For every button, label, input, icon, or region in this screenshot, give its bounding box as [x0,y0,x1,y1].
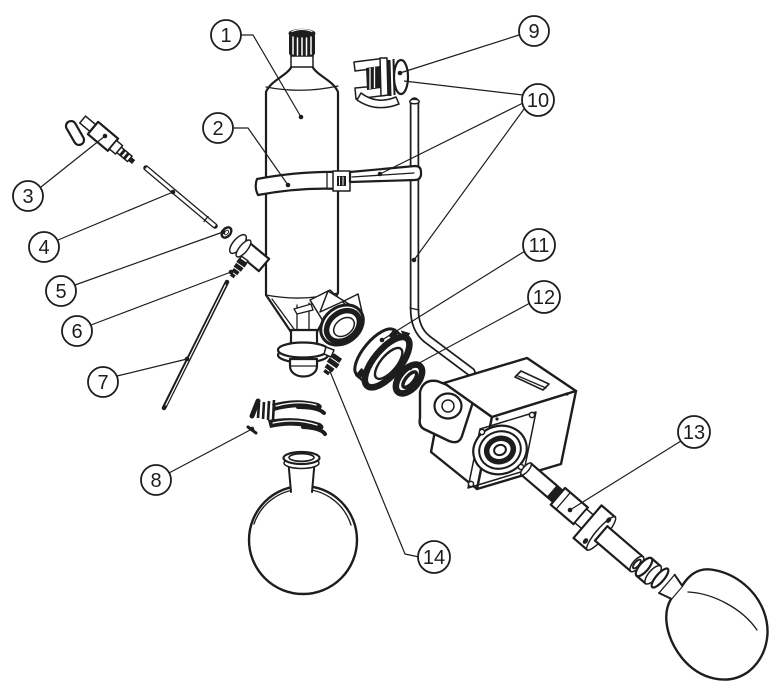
callout-8-label: 8 [150,470,161,492]
leader-9 [399,34,520,74]
hose-barb [229,255,249,279]
coupling-ring-nut [353,327,413,391]
callout-14: 14 [417,540,451,574]
callout-11-label: 11 [529,235,550,257]
vacuum-port [228,233,271,279]
callout-6-label: 6 [71,321,82,343]
leader-5 [74,231,224,286]
leader-14 [328,368,420,558]
leader-8 [168,428,253,474]
leader-13 [569,440,682,511]
band-clamp [254,164,423,197]
callout-5: 5 [45,275,77,307]
drain-barb [323,353,343,376]
flange-port [309,289,365,347]
leader-12 [409,302,531,369]
callout-13: 13 [677,415,711,449]
condenser-bottom-joint [276,328,343,378]
leader-lines [40,34,682,558]
callout-9: 9 [518,15,550,47]
leader-10b [379,102,524,175]
callout-10-label: 10 [527,90,549,112]
round-bottom-flask [247,450,359,596]
leader-10c [413,108,525,261]
callout-10: 10 [521,83,555,117]
callout-8: 8 [140,464,172,496]
callout-13-label: 13 [683,422,705,444]
callout-1-label: 1 [220,25,231,47]
leader-4 [57,191,174,241]
callout-7-label: 7 [97,372,108,394]
leader-11 [381,250,526,341]
leader-1 [241,34,302,118]
callout-12: 12 [527,280,561,314]
callout-4-label: 4 [38,237,49,259]
callout-3: 3 [12,180,44,212]
callout-6: 6 [61,315,93,347]
drive-shaft [519,462,645,573]
keck-clip [246,398,327,436]
flask-joint-collar [634,556,663,585]
clamp-arm [348,164,423,184]
vapor-duct-seal [392,361,426,397]
callout-9-label: 9 [528,21,539,43]
callout-5-label: 5 [55,281,66,303]
callout-2-label: 2 [212,118,223,140]
leader-10a [403,80,524,96]
callout-7: 7 [87,366,119,398]
leader-6 [90,271,232,326]
callout-3-label: 3 [22,186,33,208]
callout-14-label: 14 [423,547,445,569]
callout-11: 11 [522,228,556,262]
motor-unit [418,356,578,491]
inner-tube [143,165,218,229]
callout-2: 2 [202,112,234,144]
bottle-cap [288,28,316,56]
callout-12-label: 12 [533,287,555,309]
thin-rod [161,279,230,411]
callout-1: 1 [210,19,242,51]
support-rod [409,97,476,377]
leader-7 [116,358,188,377]
pear-flask [650,567,769,681]
leader-3 [40,135,106,188]
callout-4: 4 [28,231,60,263]
leader-2 [233,127,289,186]
bottle-clamp [353,57,410,109]
